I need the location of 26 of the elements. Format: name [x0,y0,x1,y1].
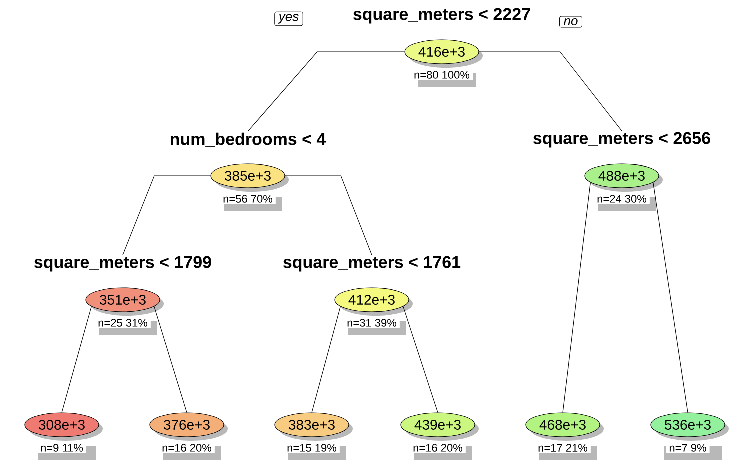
branch-line [154,306,188,413]
branch-line [248,52,405,132]
stats-label: n=17 21% [535,442,597,460]
split-label: square_meters < 1799 [34,256,212,272]
branch-tag: yes [274,12,304,26]
stats-label: n=80 100% [411,70,476,87]
stats-label: n=9 11% [38,442,96,460]
branch-line [122,176,211,256]
branch-line [403,306,438,413]
split-label: square_meters < 2656 [534,132,710,148]
branch-line [479,52,622,132]
branch-line [562,182,591,413]
stats-label: n=24 30% [594,194,656,211]
stats-label: n=7 9% [664,442,722,460]
branch-line [653,182,688,413]
split-label: square_meters < 2227 [354,8,530,24]
stats-label: n=16 20% [159,442,221,460]
branch-line [285,176,372,256]
stats-label: n=15 19% [284,442,346,460]
stats-label: n=31 39% [344,318,406,335]
stats-label: n=25 31% [95,318,157,335]
stats-label: n=16 20% [410,442,472,460]
branch-tag: no [560,16,582,28]
stats-label: n=56 70% [220,194,282,211]
split-label: square_meters < 1761 [284,256,461,272]
split-label: num_bedrooms < 4 [170,132,326,148]
